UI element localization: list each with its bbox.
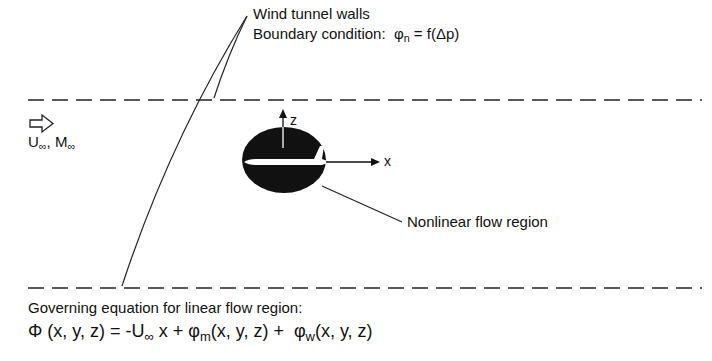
leader-line <box>322 186 402 222</box>
leader-line <box>122 16 247 286</box>
formula-text: = f(Δp) <box>410 25 460 42</box>
subscript: ∞ <box>145 329 154 344</box>
formula-text: Boundary condition: φ <box>253 25 404 42</box>
z-arrowhead <box>279 109 287 118</box>
wing <box>268 161 308 163</box>
text-line: Governing equation for linear flow regio… <box>28 299 302 317</box>
text-line: z <box>290 112 297 129</box>
formula-text: Φ (x, y, z) = -U <box>28 321 145 341</box>
tunnel-wall-top <box>28 99 702 101</box>
axis-label: z <box>290 112 297 128</box>
formula-text: (x, y, z) + φ <box>211 321 306 341</box>
fuselage <box>244 159 330 165</box>
wall-label: Wind tunnel walls <box>253 5 370 22</box>
leader-line <box>214 16 247 98</box>
text-line: Nonlinear flow region <box>407 213 548 231</box>
aircraft-silhouette <box>244 146 330 165</box>
formula-text: (x, y, z) <box>315 321 373 341</box>
equation-caption: Governing equation for linear flow regio… <box>28 299 302 316</box>
text-line: Wind tunnel walls <box>253 5 370 23</box>
axis-label: x <box>384 153 391 169</box>
subscript: m <box>200 329 211 344</box>
subscript: ∞ <box>39 140 47 152</box>
flow-arrow <box>30 115 53 132</box>
tail-fin <box>314 146 324 159</box>
formula-text: x + φ <box>154 321 200 341</box>
text-line: U∞, M∞ <box>28 133 75 153</box>
text-line: Boundary condition: φn = f(Δp) <box>253 25 459 45</box>
formula-text: U <box>28 133 39 150</box>
tunnel-wall-bottom <box>28 287 702 289</box>
x-arrowhead <box>371 158 380 166</box>
x-axis <box>326 161 374 162</box>
subscript: n <box>404 32 410 44</box>
subscript: ∞ <box>67 140 75 152</box>
text-line: x <box>384 153 391 170</box>
text-line: Φ (x, y, z) = -U∞ x + φm(x, y, z) + φw(x… <box>28 321 373 344</box>
subscript: w <box>306 329 315 344</box>
formula-text: , M <box>47 133 68 150</box>
region-label: Nonlinear flow region <box>407 213 548 230</box>
